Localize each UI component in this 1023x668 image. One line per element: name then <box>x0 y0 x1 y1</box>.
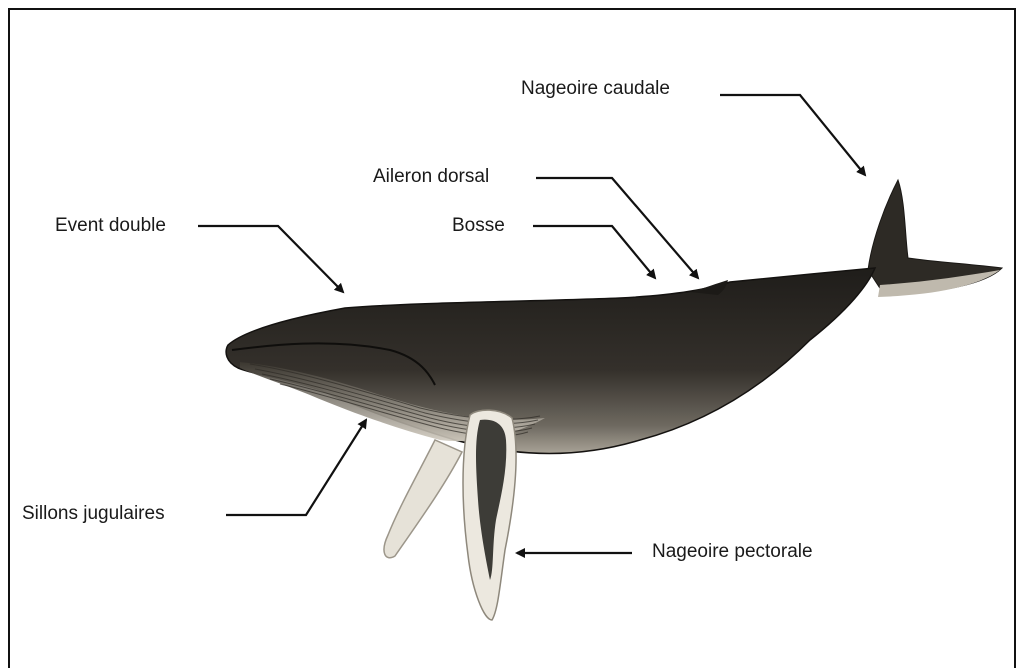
arrow-caudal <box>720 95 865 175</box>
label-dorsal-fin: Aileron dorsal <box>373 166 489 188</box>
arrow-dorsal <box>536 178 698 278</box>
arrow-hump <box>533 226 655 278</box>
label-pectoral-fin: Nageoire pectorale <box>652 541 813 563</box>
label-blowhole: Event double <box>55 215 166 237</box>
label-caudal-fin: Nageoire caudale <box>521 78 670 100</box>
whale-body <box>226 268 875 454</box>
arrow-blowhole <box>198 226 343 292</box>
pectoral-fin-far <box>384 440 462 558</box>
arrow-throat <box>226 420 366 515</box>
label-throat-grooves: Sillons jugulaires <box>22 503 165 525</box>
label-hump: Bosse <box>452 215 505 237</box>
